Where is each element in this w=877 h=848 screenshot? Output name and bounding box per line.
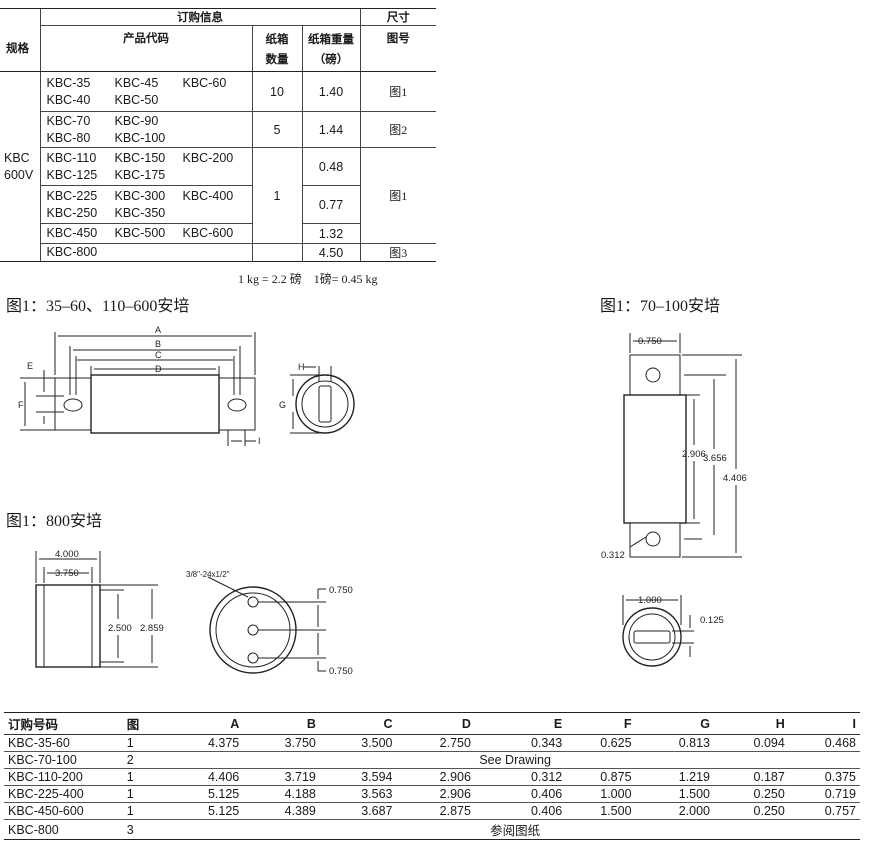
figure-2-drawing: 0.750 2.906 3.656 4.406 0.312 1.000 0.12… [601, 333, 747, 667]
col-a: A [170, 712, 244, 735]
dim-label-d: D [155, 364, 162, 374]
dim-table-header: 订购号码 图 A B C D E F G H I [4, 712, 860, 735]
carton-qty-header: 纸箱数量 [251, 25, 302, 72]
weight-cell: 0.77 [301, 185, 360, 224]
weight-cell: 0.48 [301, 147, 360, 186]
dim-2500: 2.500 [108, 623, 132, 634]
spec-header: 规格 [0, 25, 40, 72]
figure-3-title: 图1：800安培 [6, 513, 103, 530]
col-order-no: 订购号码 [4, 712, 123, 735]
dim-2906: 2.906 [682, 449, 706, 460]
col-h: H [714, 712, 789, 735]
size-header: 尺寸 [359, 8, 436, 26]
table-row: KBC-450-600 1 5.125 4.389 3.687 2.875 0.… [4, 802, 860, 820]
fig-cell: 图2 [359, 111, 436, 148]
col-e: E [474, 712, 567, 735]
dim-0312: 0.312 [601, 550, 625, 561]
product-code-header: 产品代码 [39, 25, 252, 72]
weight-cell: 1.40 [301, 71, 360, 112]
fig-no-header: 图号 [359, 25, 436, 72]
carton-weight-header: 纸箱重量（磅） [301, 25, 360, 72]
product-codes-row-6: KBC-800 [39, 243, 252, 262]
dim-label-h: H [298, 362, 305, 372]
qty-cell: 10 [251, 71, 302, 112]
dim-label-f: F [18, 400, 24, 410]
fig-cell: 图1 [359, 147, 436, 244]
col-fig: 图 [122, 712, 171, 735]
dim-slot: 0.125 [700, 615, 724, 626]
weight-cell: 1.44 [301, 111, 360, 148]
dim-label-i: I [258, 436, 261, 446]
dim-label-b: B [155, 339, 161, 349]
dimension-table: 订购号码 图 A B C D E F G H I KBC-35-60 1 4.3… [4, 712, 860, 840]
dim-3656: 3.656 [703, 453, 727, 464]
table-row: KBC-70-100 2 See Drawing [4, 751, 860, 769]
table-row: KBC-110-200 1 4.406 3.719 3.594 2.906 0.… [4, 768, 860, 786]
fig-cell: 图3 [359, 243, 436, 262]
unit-conversion-note: 1 kg = 2.2 磅 1磅= 0.45 kg [238, 272, 378, 286]
col-c: C [319, 712, 397, 735]
weight-cell: 1.32 [301, 223, 360, 244]
table-row: KBC-225-400 1 5.125 4.188 3.563 2.906 0.… [4, 785, 860, 803]
dim-label-e: E [27, 361, 33, 371]
figure-1-drawing: A B C D E F G H I [18, 325, 355, 446]
dim-3750: 3.750 [55, 568, 79, 579]
figure-2-title: 图1：70–100安培 [600, 298, 721, 315]
table-row: KBC-35-60 1 4.375 3.750 3.500 2.750 0.34… [4, 734, 860, 752]
table-row: KBC-800 3 参阅图纸 [4, 819, 860, 840]
dim-thread: 3/8"-24x1/2" [186, 570, 230, 579]
col-f: F [566, 712, 636, 735]
figure-1-title: 图1：35–60、110–600安培 [6, 298, 190, 315]
dim-0750-bottom: 0.750 [329, 666, 353, 677]
col-b: B [243, 712, 320, 735]
dim-4406: 4.406 [723, 473, 747, 484]
qty-cell: 1 [251, 147, 302, 244]
order-info-header: 订购信息 [39, 8, 360, 26]
fig-cell: 图1 [359, 71, 436, 112]
dim-end-width: 1.000 [638, 595, 662, 606]
dim-label-c: C [155, 350, 162, 360]
col-g: G [635, 712, 714, 735]
dim-2859: 2.859 [140, 623, 164, 634]
figure-3-drawing: 4.000 3.750 2.500 2.859 3/8"-24x1/2" 0.7… [35, 549, 353, 677]
qty-cell: 5 [251, 111, 302, 148]
col-d: D [396, 712, 475, 735]
dim-top-width: 0.750 [638, 336, 662, 347]
weight-cell: 4.50 [301, 243, 360, 262]
col-i: I [788, 712, 860, 735]
dim-label-a: A [155, 325, 161, 335]
dim-0750-top: 0.750 [329, 585, 353, 596]
dim-label-g: G [279, 400, 286, 410]
dim-4000: 4.000 [55, 549, 79, 560]
